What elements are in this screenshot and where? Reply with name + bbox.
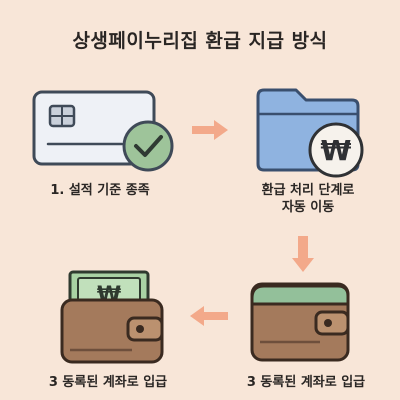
arrow-down-icon <box>292 236 314 272</box>
folder-won-icon: ₩ <box>256 88 364 178</box>
step-3-label: 3 동록된 계좌로 입급 <box>246 375 366 390</box>
step-4-label: 3 동록된 계좌로 입급 <box>48 375 168 390</box>
step-1-label: 1. 설적 기준 종족 <box>50 183 150 198</box>
step-2-label-line-1: 환급 처리 단계로 <box>261 183 355 198</box>
wallet-icon <box>250 282 350 362</box>
arrow-right-icon <box>192 120 228 140</box>
won-symbol: ₩ <box>321 134 352 167</box>
wallet-with-cash-icon: ₩ <box>60 270 164 364</box>
step-2-label: 환급 처리 단계로 자동 이동 <box>228 182 388 216</box>
credit-card-check-icon <box>32 90 174 172</box>
step-2-label-line-2: 자동 이동 <box>281 200 335 215</box>
arrow-left-icon <box>190 306 228 326</box>
page-title: 상생페이누리집 환급 지급 방식 <box>72 30 328 52</box>
